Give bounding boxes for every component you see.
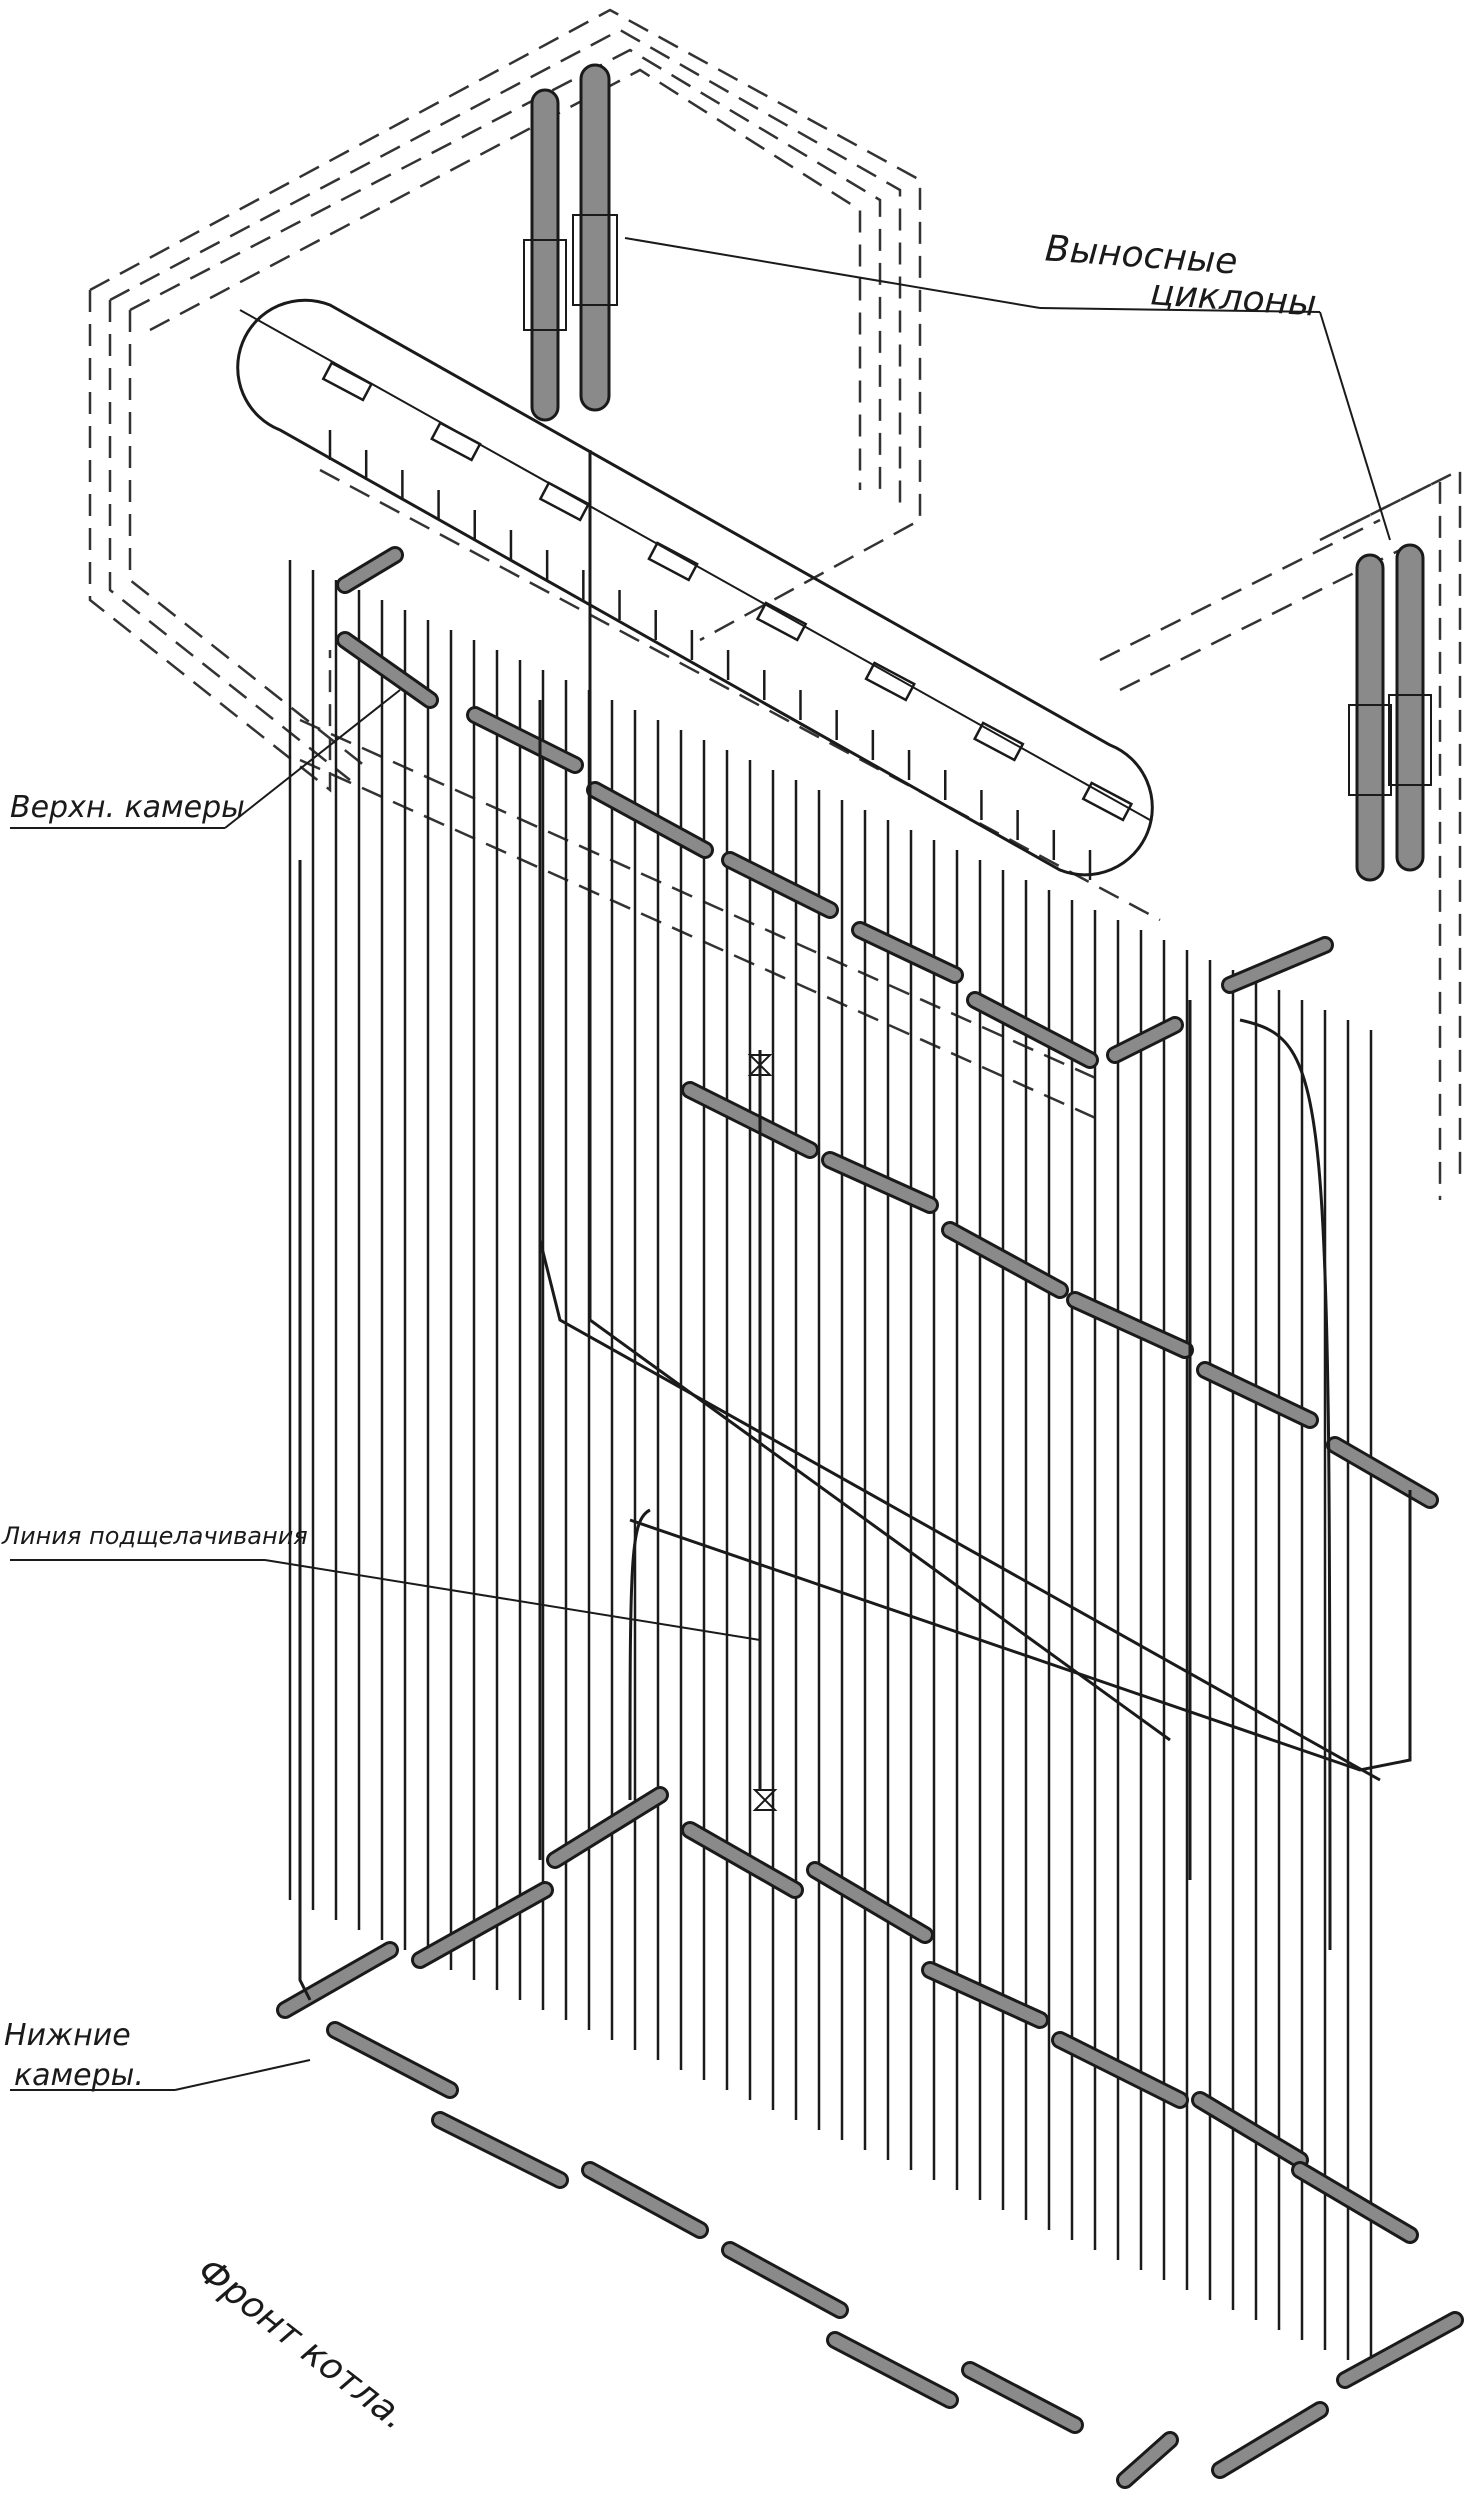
alkali-line-valves bbox=[747, 1054, 778, 1811]
header-chamber bbox=[809, 1864, 931, 1941]
drum-nozzle bbox=[321, 361, 374, 402]
drum-connection-stubs bbox=[321, 361, 1134, 880]
cyclone-band bbox=[1348, 704, 1392, 796]
crossover-feed-lines bbox=[298, 450, 1412, 2001]
lower-chambers-label-line1: Нижние bbox=[4, 2018, 131, 2053]
header-chamber bbox=[1329, 1439, 1436, 1506]
header-chamber bbox=[1224, 939, 1331, 991]
header-chamber bbox=[969, 994, 1096, 1066]
cyclone-body bbox=[1355, 553, 1385, 882]
cyclone-body bbox=[530, 88, 560, 422]
header-chamber bbox=[684, 1824, 801, 1896]
header-chamber bbox=[829, 2334, 956, 2406]
header-chamber bbox=[1054, 2034, 1186, 2106]
header-chamber bbox=[329, 2024, 456, 2096]
cyclone-band bbox=[1388, 694, 1432, 786]
drum-nozzle bbox=[647, 541, 699, 582]
cyclone-band bbox=[523, 239, 567, 331]
drum-nozzle bbox=[1081, 781, 1134, 822]
cyclone-band bbox=[572, 214, 618, 306]
remote-cyclones bbox=[523, 63, 1432, 882]
drum-nozzle bbox=[538, 481, 591, 522]
header-chamber bbox=[279, 1944, 396, 2016]
header-chamber bbox=[1194, 2094, 1306, 2166]
header-chamber bbox=[824, 1154, 936, 1211]
drum-nozzle bbox=[430, 421, 482, 462]
header-chamber bbox=[1109, 1019, 1181, 1061]
lower-chambers-label-line2: камеры. bbox=[14, 2058, 144, 2093]
header-chamber bbox=[944, 1224, 1066, 1296]
cyclone-body bbox=[1395, 543, 1425, 872]
chamber-headers bbox=[276, 546, 1464, 2489]
header-chamber bbox=[684, 1084, 816, 1156]
drum-nozzle bbox=[755, 601, 808, 642]
cyclone-body bbox=[579, 63, 611, 412]
dashed-outline-frames bbox=[88, 8, 1462, 1200]
header-chamber bbox=[854, 924, 961, 981]
header-chamber bbox=[414, 1884, 551, 1966]
header-chamber bbox=[339, 634, 436, 706]
header-chamber bbox=[964, 2364, 1081, 2431]
upper-drum bbox=[236, 298, 1154, 880]
header-chamber bbox=[1119, 2434, 1176, 2486]
header-chamber bbox=[589, 784, 711, 856]
header-chamber bbox=[1214, 2404, 1326, 2476]
header-chamber bbox=[584, 2164, 706, 2236]
header-chamber bbox=[724, 854, 836, 916]
upper-chambers-label: Верхн. камеры bbox=[10, 790, 245, 825]
label-leader-lines bbox=[10, 237, 1391, 2091]
header-chamber bbox=[1294, 2164, 1416, 2241]
header-chamber bbox=[724, 2244, 846, 2316]
header-chamber bbox=[339, 549, 401, 591]
header-chamber bbox=[1339, 2314, 1461, 2386]
header-chamber bbox=[924, 1964, 1046, 2026]
alkali-line-label: Линия подщелачивания bbox=[2, 1522, 308, 1550]
header-chamber bbox=[1069, 1294, 1191, 1356]
header-chamber bbox=[1199, 1364, 1316, 1426]
header-chamber bbox=[549, 1789, 666, 1866]
header-chamber bbox=[469, 709, 581, 771]
riser-tubes bbox=[288, 560, 1373, 2370]
header-chamber bbox=[434, 2114, 566, 2186]
drum-nozzle bbox=[864, 661, 916, 702]
drum-nozzle bbox=[972, 721, 1025, 762]
